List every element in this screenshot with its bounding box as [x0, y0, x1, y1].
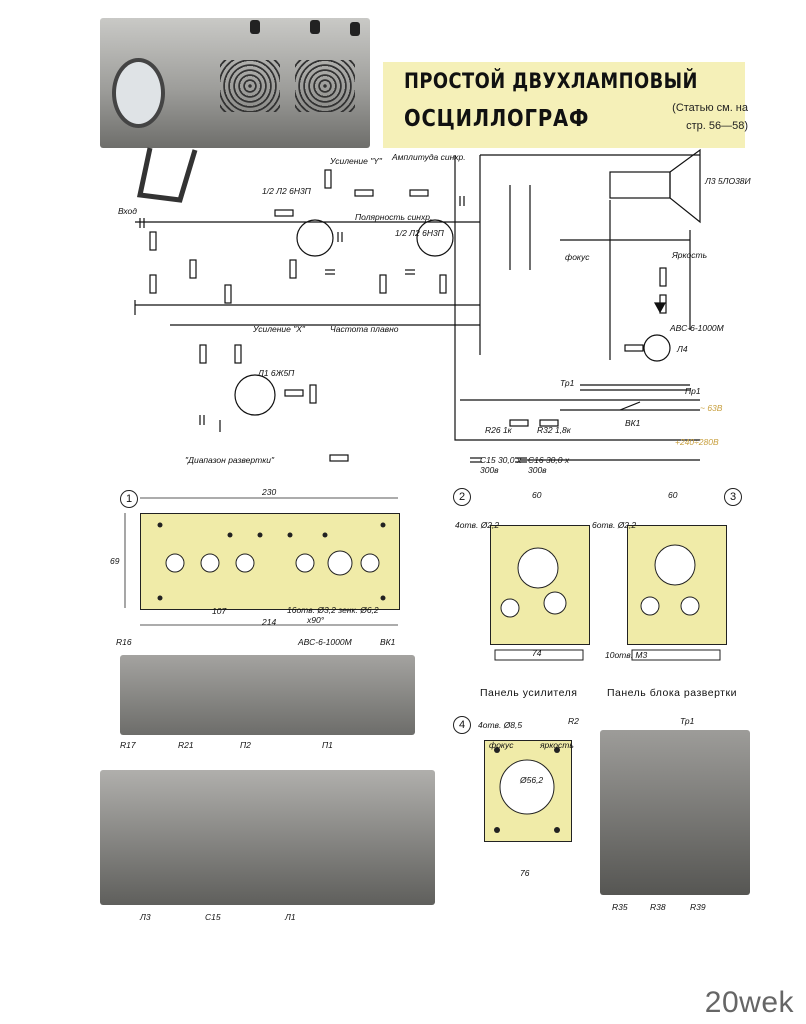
title-line2: ОСЦИЛЛОГРАФ	[404, 106, 590, 132]
chassis-label-r16: R16	[116, 637, 132, 647]
freq-smooth-label: Частота плавно	[330, 324, 399, 334]
tube-l2b-label: 1/2 Л2 6Н3П	[395, 228, 444, 238]
brightness-label: Яркость	[672, 250, 708, 260]
title-line1: ПРОСТОЙ ДВУХЛАМПОВЫЙ	[404, 69, 698, 93]
tube-l2a-label: 1/2 Л2 6Н3П	[262, 186, 311, 196]
d2-dim-60: 60	[532, 490, 542, 500]
hv-label: +240÷280В	[675, 437, 719, 447]
d4-brightness: яркость	[540, 740, 574, 750]
chassis-open-photo	[100, 770, 435, 905]
page-reference-line1: (Статью см. на	[672, 102, 748, 114]
r32-label: R32 1,8к	[537, 425, 571, 435]
switch-label: ВК1	[625, 418, 641, 428]
drawing-1-number: 1	[120, 490, 138, 508]
d1-width: 230	[262, 487, 277, 497]
d3-dim-m3: 10отв. М3	[605, 650, 648, 660]
amp-sync-label: Амплитуда синхр.	[392, 152, 466, 162]
d1-height: 69	[110, 556, 120, 566]
trans-label-r39: R39	[690, 902, 706, 912]
page-reference-line2: стр. 56—58)	[686, 120, 748, 132]
crt-screen-icon	[112, 58, 165, 128]
d4-holes: 4отв. Ø8,5	[478, 720, 523, 730]
knob-icon	[250, 20, 260, 34]
knob-icon	[310, 20, 320, 34]
trans-label-r35: R35	[612, 902, 628, 912]
transformer-label: Тр1	[560, 378, 575, 388]
speaker-grille-icon	[295, 60, 355, 112]
drawing-3-number: 3	[724, 488, 742, 506]
drawing-4-number: 4	[453, 716, 471, 734]
gain-x-label: Усиление "X"	[253, 324, 305, 334]
oscilloscope-photo	[100, 18, 370, 148]
indicator-l4-label: Л4	[677, 344, 688, 354]
d3-dim-holes: 6отв. Ø2,2	[592, 520, 637, 530]
d2-dim-holes: 4отв. Ø2,2	[455, 520, 500, 530]
d4-radius: R2	[568, 716, 579, 726]
chassis-label-r17: R17	[120, 740, 136, 750]
r26-label: R26 1к	[485, 425, 512, 435]
d3-dim-60: 60	[668, 490, 678, 500]
range-label: "Диапазон развертки"	[185, 455, 274, 465]
open-label-c15: C15	[205, 912, 221, 922]
open-label-l3: Л3	[140, 912, 151, 922]
mains-label: ~ 63В	[700, 403, 723, 413]
input-label: Вход	[118, 206, 137, 216]
fuse-label: Пр1	[685, 386, 701, 396]
focus-label: фокус	[565, 252, 590, 262]
d4-dim-76: 76	[520, 868, 530, 878]
open-label-l1: Л1	[285, 912, 296, 922]
d1-note-holes: 16отв. Ø3,2 зенк. Ø6,2	[287, 605, 379, 615]
d1-dim-214: 214	[262, 617, 277, 627]
chassis-label-p2: П2	[240, 740, 251, 750]
page-reference: (Статью см. на стр. 56—58)	[648, 99, 748, 135]
c16-label: С16 30,0 x 300в	[528, 455, 570, 475]
chassis-label-avs: АВС-6-1000М	[298, 637, 352, 647]
panel-sweep-caption: Панель блока развертки	[607, 687, 737, 699]
pol-sync-label: Полярность синхр.	[355, 212, 433, 222]
panel-amp-caption: Панель усилителя	[480, 687, 578, 699]
trans-label-r38: R38	[650, 902, 666, 912]
chassis-top-photo	[120, 655, 415, 735]
d1-dim-107: 107	[212, 606, 227, 616]
drawing-2-number: 2	[453, 488, 471, 506]
chassis-label-r21: R21	[178, 740, 194, 750]
speaker-grille-icon	[220, 60, 280, 112]
d2-dim-74: 74	[532, 648, 542, 658]
chassis-label-vk1: ВК1	[380, 637, 396, 647]
rectifier-label: АВС-6-1000М	[670, 323, 724, 333]
gain-y-label: Усиление "Y"	[330, 156, 382, 166]
d4-diameter: Ø56,2	[520, 775, 544, 785]
chassis-label-p1: П1	[322, 740, 333, 750]
knob-icon	[350, 22, 360, 36]
d1-note-angle: x90°	[307, 615, 325, 625]
watermark-text: 20wek	[704, 986, 794, 1019]
tube-l1-label: Л1 6Ж5П	[258, 368, 295, 378]
transformer-photo	[600, 730, 750, 895]
tube-l3-label: Л3 5ЛО38И	[705, 176, 751, 186]
d4-focus: фокус	[489, 740, 514, 750]
c15-label: С15 30,0 x 300в	[480, 455, 522, 475]
trans-label-tp1: Тр1	[680, 716, 695, 726]
title-banner	[383, 62, 745, 148]
